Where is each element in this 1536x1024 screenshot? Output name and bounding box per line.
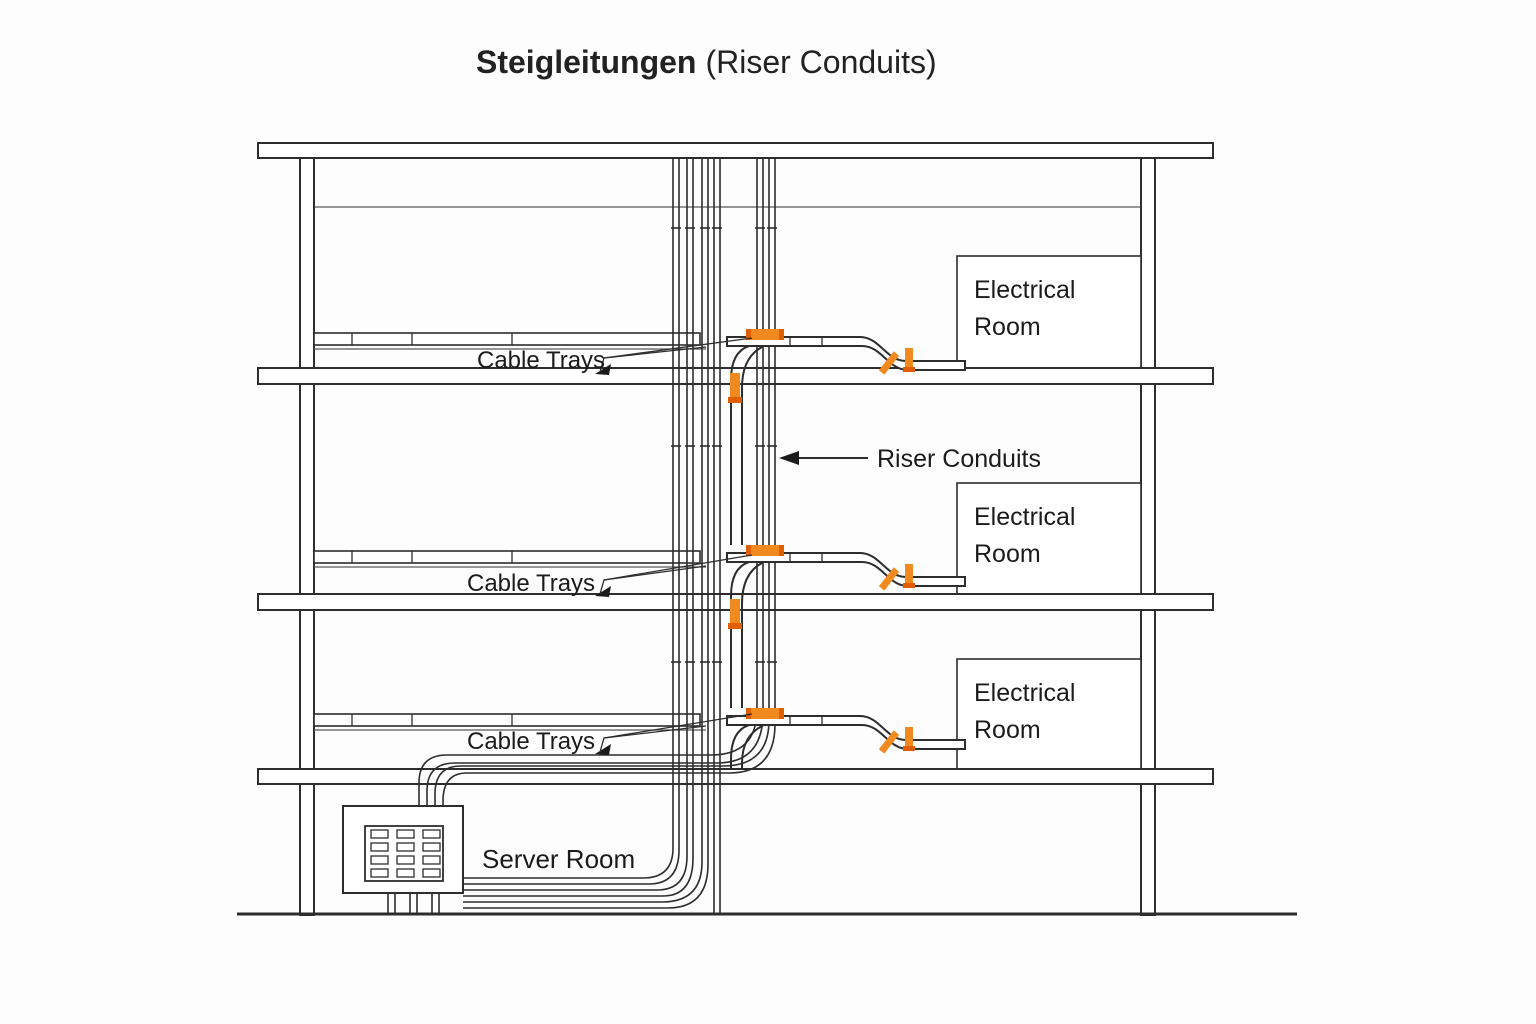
diagram-title: Steigleitungen(Riser Conduits) bbox=[476, 44, 937, 81]
electrical-room-box-3 bbox=[956, 658, 1142, 771]
columns bbox=[299, 155, 1156, 916]
riser-conduits-label: Riser Conduits bbox=[877, 445, 1041, 473]
rack-floor-stubs bbox=[387, 893, 440, 914]
conduit-coupling-orange bbox=[728, 545, 915, 629]
right-column bbox=[1140, 155, 1156, 916]
title-main: Steigleitungen bbox=[476, 44, 697, 80]
conduit-coupling-ticks bbox=[671, 227, 777, 663]
branch-junction-1 bbox=[726, 329, 966, 545]
left-column bbox=[299, 155, 315, 916]
cable-trays-label-3: Cable Trays bbox=[467, 728, 596, 755]
title-sub: (Riser Conduits) bbox=[705, 44, 937, 80]
electrical-room-label-1: Electrical Room bbox=[974, 276, 1076, 341]
branch-junction-3 bbox=[726, 708, 966, 769]
cable-trays-leader-2 bbox=[595, 554, 753, 597]
riser-conduits-leader bbox=[779, 451, 868, 465]
cable-trays-label-1: Cable Trays bbox=[477, 347, 606, 374]
server-rack-icon bbox=[342, 805, 464, 914]
server-room-label: Server Room bbox=[482, 844, 636, 874]
cable-trays-leader-3 bbox=[595, 713, 753, 755]
conduit-coupling-orange bbox=[728, 329, 915, 403]
roof-slab bbox=[257, 142, 1214, 159]
cable-trays-label-2: Cable Trays bbox=[467, 570, 596, 597]
electrical-room-label-2: Electrical Room bbox=[974, 503, 1076, 568]
electrical-room-box-2 bbox=[956, 482, 1142, 596]
cable-tray-2 bbox=[313, 550, 706, 568]
cable-trays-leader-1 bbox=[595, 337, 753, 375]
riser-conduit-lines bbox=[418, 158, 777, 914]
branch-junction-2 bbox=[726, 545, 966, 708]
cable-trays bbox=[313, 332, 706, 731]
floor-slab-3 bbox=[257, 768, 1214, 785]
electrical-room-label-3: Electrical Room bbox=[974, 679, 1076, 744]
cable-tray-1 bbox=[313, 332, 706, 350]
conduit-coupling-orange bbox=[746, 708, 915, 754]
cable-tray-3 bbox=[313, 713, 706, 731]
